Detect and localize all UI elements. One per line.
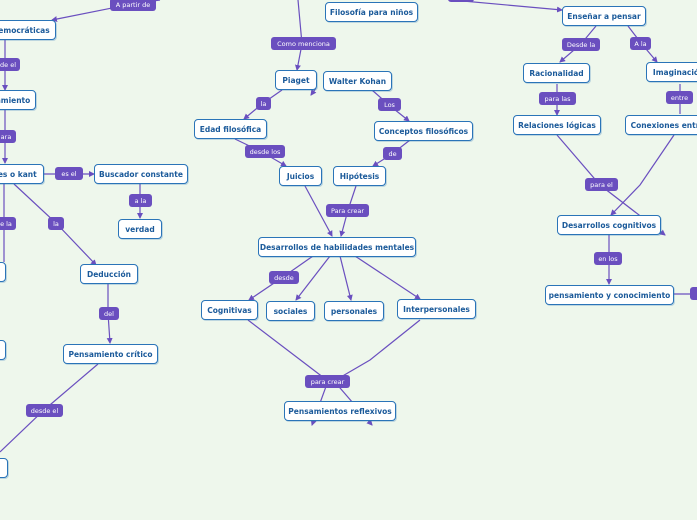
label-right-edge[interactable] [690, 287, 697, 300]
label-top-edge[interactable] [448, 0, 474, 2]
node-left-edge-3[interactable] [0, 458, 8, 478]
node-racionalidad[interactable]: Racionalidad [523, 63, 590, 83]
label-desde-la[interactable]: Desde la [562, 38, 600, 51]
label-los[interactable]: Los [378, 98, 401, 111]
node-piaget[interactable]: Piaget [275, 70, 317, 90]
node-conceptos-filosoficos[interactable]: Conceptos filosóficos [374, 121, 473, 141]
label-a-la[interactable]: a la [129, 194, 152, 207]
node-pensamiento-critico[interactable]: Pensamiento crítico [63, 344, 158, 364]
node-personales[interactable]: personales [324, 301, 384, 321]
node-deduccion[interactable]: Deducción [80, 264, 138, 284]
label-del[interactable]: del [99, 307, 119, 320]
node-interpersonales[interactable]: Interpersonales [397, 299, 476, 319]
label-a-la-2[interactable]: A la [630, 37, 651, 50]
node-walter-kohan[interactable]: Walter Kohan [323, 71, 392, 91]
node-pensamientos-reflexivos[interactable]: Pensamientos reflexivos [284, 401, 396, 421]
label-la[interactable]: la [48, 217, 64, 230]
node-democraticas[interactable]: emocráticas [0, 20, 56, 40]
label-para-las[interactable]: para las [539, 92, 576, 105]
node-buscador-constante[interactable]: Buscador constante [94, 164, 188, 184]
node-pensamiento[interactable]: amiento [0, 90, 36, 110]
node-ensenar-a-pensar[interactable]: Enseñar a pensar [562, 6, 646, 26]
node-edad-filosofica[interactable]: Edad filosófica [194, 119, 267, 139]
node-hipotesis[interactable]: Hipótesis [333, 166, 386, 186]
node-desarrollos-habilidades[interactable]: Desarrollos de habilidades mentales [258, 237, 416, 257]
node-left-edge-1[interactable] [0, 262, 6, 282]
label-para-crear[interactable]: Para crear [326, 204, 369, 217]
label-a-partir-de[interactable]: A partir de [110, 0, 156, 11]
node-conexiones[interactable]: Conexiones entr [625, 115, 697, 135]
label-de[interactable]: de [383, 147, 402, 160]
node-kant[interactable]: les o kant [0, 164, 44, 184]
node-pensamiento-conocimiento[interactable]: pensamiento y conocimiento [545, 285, 674, 305]
label-desde[interactable]: desde [269, 271, 299, 284]
label-en-los[interactable]: en los [594, 252, 622, 265]
node-juicios[interactable]: Juicios [279, 166, 322, 186]
node-cognitivas[interactable]: Cognitivas [201, 300, 258, 320]
label-como-menciona[interactable]: Como menciona [271, 37, 336, 50]
node-verdad[interactable]: verdad [118, 219, 162, 239]
label-la-piaget[interactable]: la [256, 97, 271, 110]
node-sociales[interactable]: sociales [266, 301, 315, 321]
label-desde-los[interactable]: desde los [245, 145, 285, 158]
node-left-edge-2[interactable] [0, 340, 6, 360]
label-es-el[interactable]: es el [55, 167, 83, 180]
label-para-el[interactable]: para el [585, 178, 618, 191]
label-left-la[interactable]: e la [0, 217, 16, 230]
node-imaginacion[interactable]: Imaginació [646, 62, 697, 82]
node-desarrollos-cognitivos[interactable]: Desarrollos cognitivos [557, 215, 661, 235]
label-para[interactable]: ara [0, 130, 16, 143]
label-para-crear-2[interactable]: para crear [305, 375, 350, 388]
label-desde-el[interactable]: desde el [26, 404, 63, 417]
node-filosofia-para-ninos[interactable]: Filosofía para niños [325, 2, 418, 22]
label-de-el[interactable]: de el [0, 58, 20, 71]
node-relaciones-logicas[interactable]: Relaciones lógicas [513, 115, 601, 135]
label-entre[interactable]: entre [666, 91, 693, 104]
